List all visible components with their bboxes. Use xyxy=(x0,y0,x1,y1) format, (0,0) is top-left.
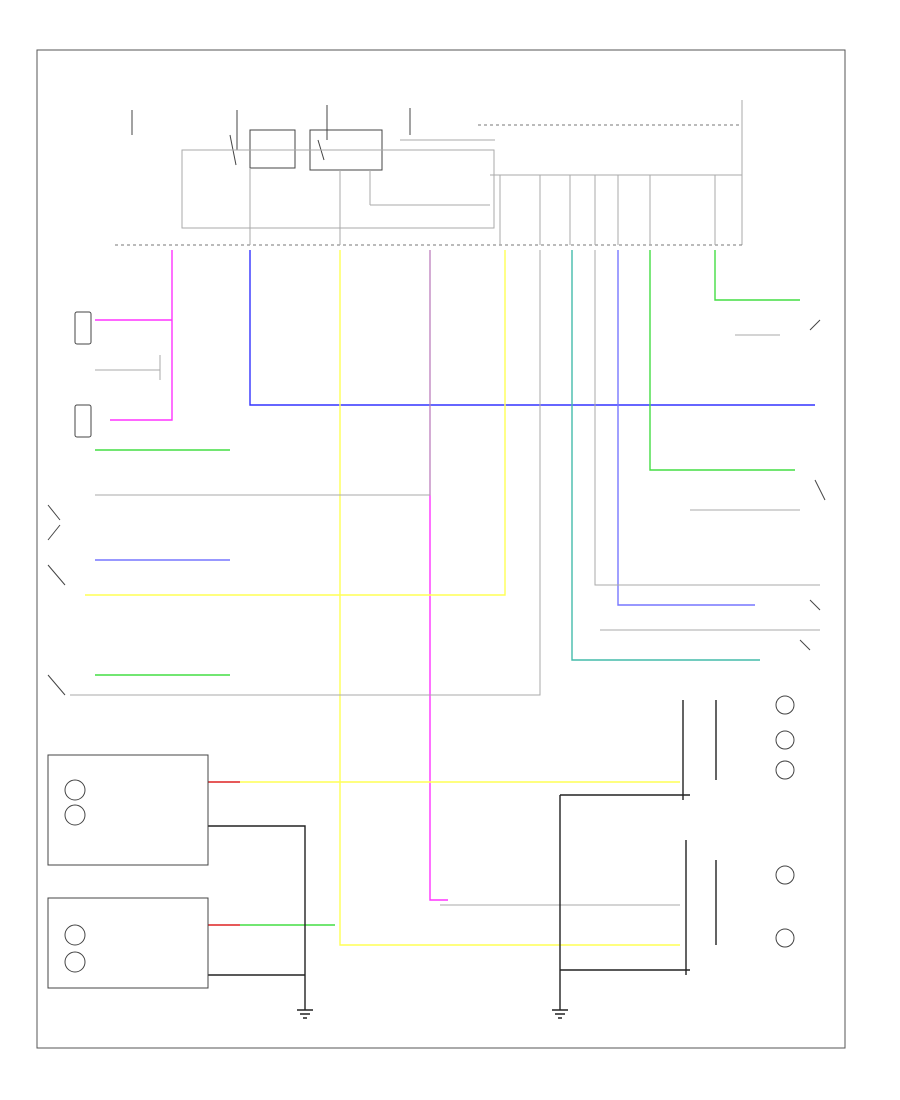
left-courtesy-lamp-box xyxy=(47,754,209,866)
lamp-bulb-icon xyxy=(775,865,795,885)
lamp-bulb-icon xyxy=(775,928,795,948)
wire-green-left xyxy=(95,449,335,926)
ground-and-signal-wires xyxy=(70,250,820,906)
wire-teal xyxy=(571,250,760,661)
black-wires xyxy=(208,700,717,1010)
wire-blue xyxy=(249,250,815,406)
fuse-icon xyxy=(131,105,411,150)
wire-yellow-long xyxy=(339,250,680,946)
wire-green-top xyxy=(714,250,800,301)
lamp-bulb-icon xyxy=(775,695,795,715)
wire-yellow-right xyxy=(85,250,506,596)
wire-green-mid xyxy=(649,250,795,471)
switch-contact-icon xyxy=(47,319,826,696)
lamp-bulb-icon xyxy=(64,804,86,826)
lamp-bulb-icon xyxy=(775,760,795,780)
lamp-bulb-icon xyxy=(64,779,86,801)
lamp-assemblies xyxy=(47,695,795,989)
sensor-components xyxy=(74,311,92,438)
control-module-box xyxy=(181,149,495,229)
right-courtesy-lamp-box xyxy=(47,897,209,989)
diagram-border xyxy=(36,49,846,1049)
lamp-bulb-icon xyxy=(64,951,86,973)
wire-pink-left xyxy=(95,250,173,421)
lamp-bulb-icon xyxy=(775,730,795,750)
lamp-bulb-icon xyxy=(64,924,86,946)
wire-red xyxy=(208,781,240,926)
wire-pink-center xyxy=(429,250,448,901)
circuit-wires xyxy=(85,250,815,946)
power-distribution-section xyxy=(115,100,745,246)
wire-violet xyxy=(95,250,755,606)
ground-symbol-icon xyxy=(297,1009,568,1019)
